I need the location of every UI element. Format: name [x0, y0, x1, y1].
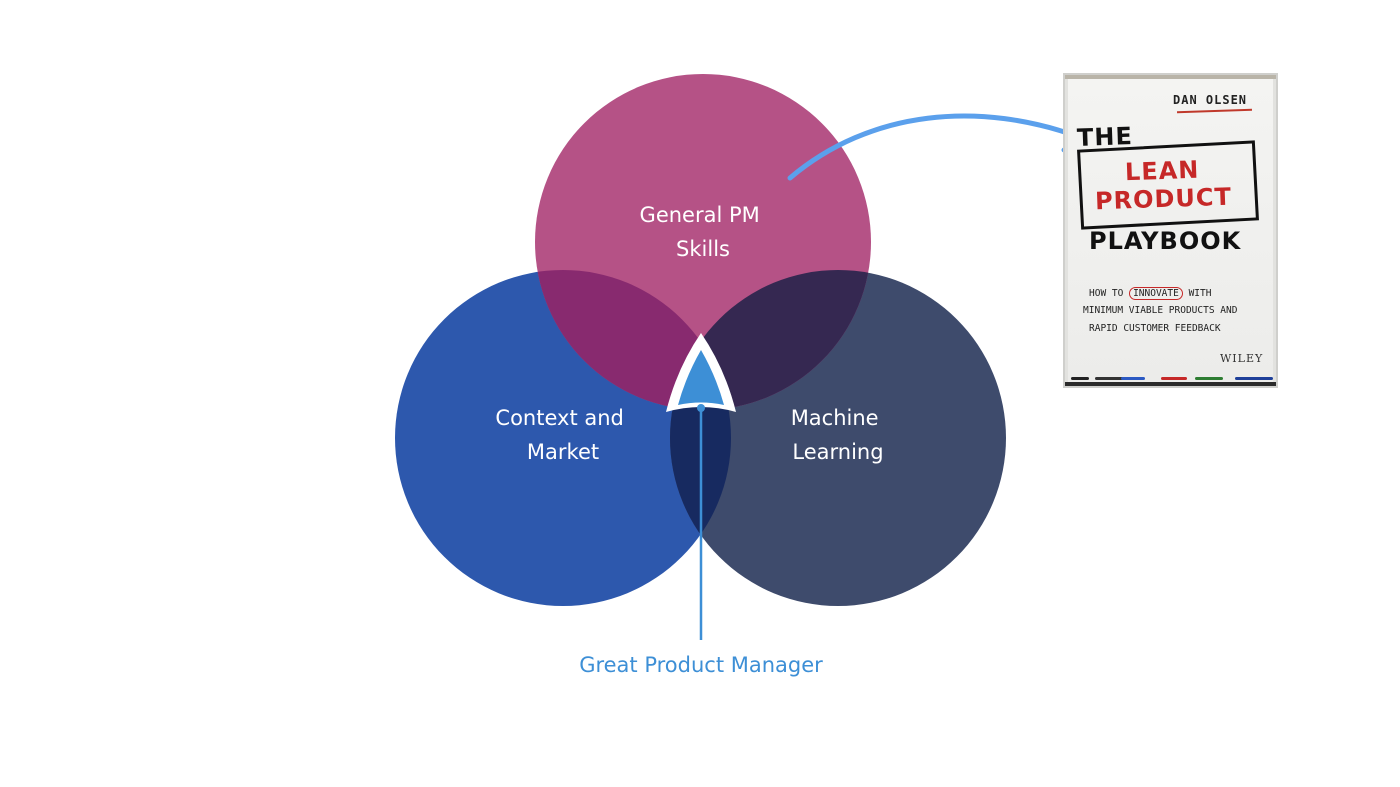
book-markers — [1069, 375, 1274, 381]
book-publisher: WILEY — [1220, 352, 1264, 365]
author-underline — [1176, 108, 1253, 114]
book-subtitle-line1: HOW TO INNOVATE WITH — [1089, 287, 1274, 300]
subtitle-post: WITH — [1188, 288, 1212, 299]
subtitle-innovate: INNOVATE — [1129, 287, 1183, 300]
book-bottom-edge — [1065, 382, 1276, 386]
book-title-product: PRODUCT — [1094, 182, 1233, 216]
label-great-product-manager: Great Product Manager — [579, 653, 823, 677]
marker-blue — [1121, 377, 1145, 380]
book-title-playbook: PLAYBOOK — [1089, 227, 1242, 255]
arrow-to-book — [787, 113, 1085, 181]
label-general-pm-skills: General PM Skills — [640, 203, 767, 261]
book-title-lean: LEAN — [1124, 155, 1200, 187]
book-cover-lean-product-playbook: DAN OLSEN THE LEAN PRODUCT PLAYBOOK HOW … — [1063, 73, 1278, 388]
marker-green — [1195, 377, 1223, 380]
marker-blue2 — [1235, 377, 1273, 380]
center-overlap-great-pm — [678, 350, 724, 405]
book-subtitle-line2: MINIMUM VIABLE PRODUCTS AND — [1083, 305, 1238, 316]
overlap-general-ml — [670, 270, 871, 410]
subtitle-pre: HOW TO — [1089, 288, 1124, 299]
book-author: DAN OLSEN — [1173, 93, 1248, 107]
marker-red — [1161, 377, 1187, 380]
result-pointer-dot — [697, 404, 705, 412]
book-subtitle-line3: RAPID CUSTOMER FEEDBACK — [1089, 323, 1221, 334]
overlap-general-context — [535, 270, 731, 410]
marker-dark — [1095, 377, 1133, 380]
label-machine-learning: Machine Learning — [791, 406, 886, 464]
label-context-market: Context and Market — [495, 406, 630, 464]
book-top-edge — [1065, 75, 1276, 79]
marker-black — [1071, 377, 1089, 380]
